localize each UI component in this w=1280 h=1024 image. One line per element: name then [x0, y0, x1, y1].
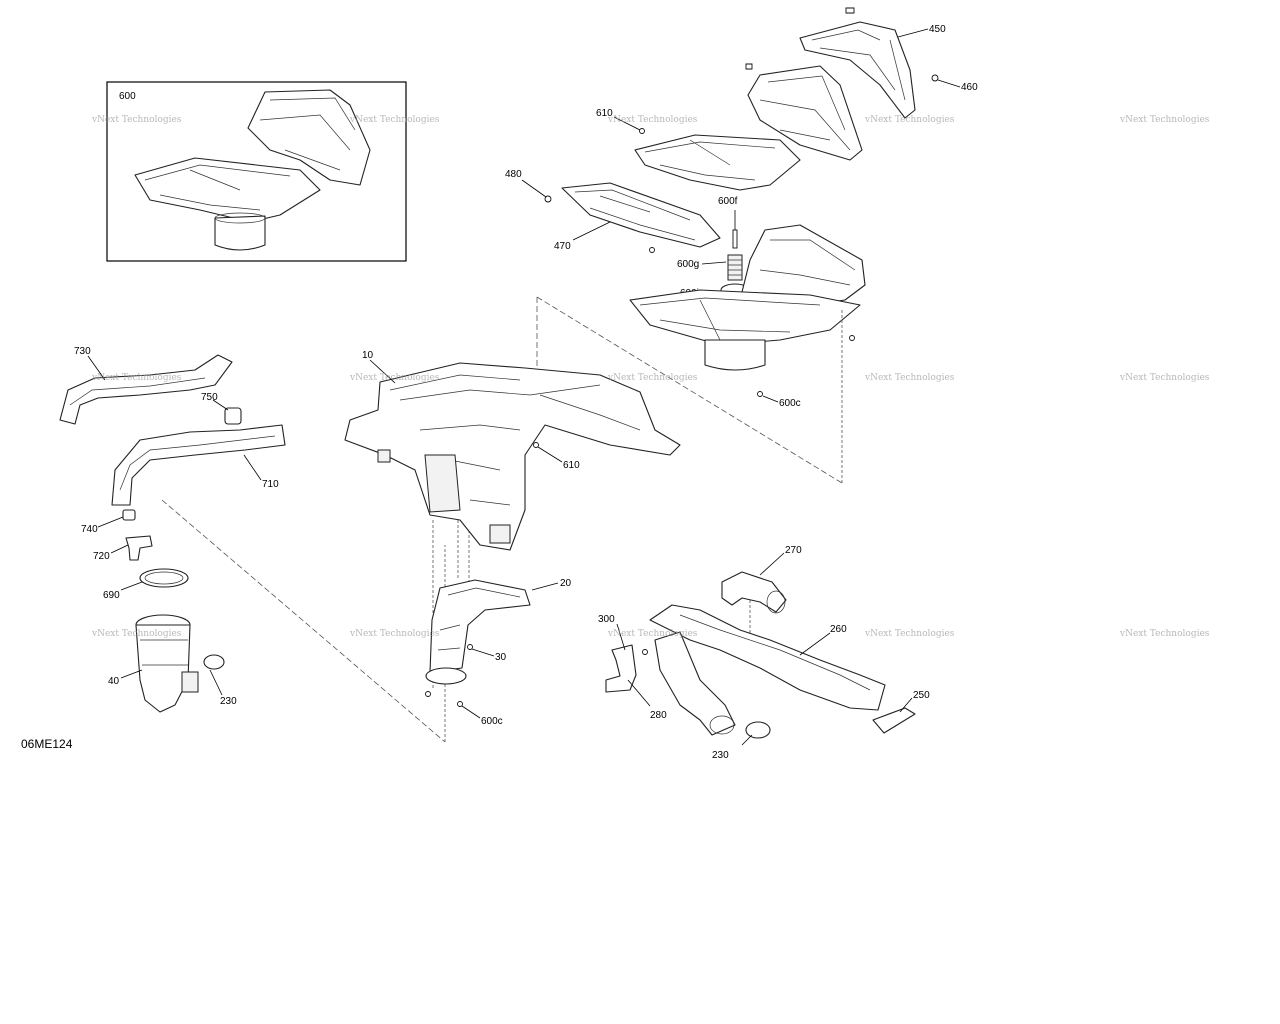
- callout-690: 690: [103, 590, 120, 601]
- part-470-panel: 480 470: [505, 169, 721, 253]
- callout-710: 710: [262, 479, 279, 490]
- part-710-hose: 710: [111, 424, 286, 506]
- callout-610-top: 610: [596, 108, 613, 119]
- svg-text:vNext Technologies: vNext Technologies: [91, 629, 182, 639]
- callout-460: 460: [961, 82, 978, 93]
- svg-text:vNext Technologies: vNext Technologies: [1119, 373, 1210, 383]
- screw-icon: [649, 247, 655, 253]
- part-280-hose: 280: [627, 631, 736, 736]
- svg-text:vNext Technologies: vNext Technologies: [607, 115, 698, 125]
- callout-720: 720: [93, 551, 110, 562]
- callout-250: 250: [913, 690, 930, 701]
- part-40-filter: 40: [108, 614, 199, 713]
- callout-300: 300: [598, 614, 615, 625]
- callout-600f: 600f: [718, 196, 738, 207]
- callout-40: 40: [108, 676, 120, 687]
- part-230-clamp-right: 230: [712, 721, 771, 761]
- callout-20: 20: [560, 578, 572, 589]
- part-750-cap: 750: [201, 392, 242, 425]
- callout-600c-bottom: 600c: [481, 716, 503, 727]
- screw-icon: [457, 701, 463, 707]
- screw-icon: [845, 7, 855, 14]
- part-300-bracket: 300: [598, 614, 648, 693]
- callout-280: 280: [650, 710, 667, 721]
- exploded-lower-tray: 600c: [629, 224, 866, 409]
- part-20-duct: 20 30 600c: [425, 578, 572, 727]
- callout-450: 450: [929, 24, 946, 35]
- screw-icon: [931, 74, 939, 82]
- svg-text:vNext Technologies: vNext Technologies: [607, 629, 698, 639]
- inset-upper-housing: [247, 89, 371, 186]
- svg-text:vNext Technologies: vNext Technologies: [864, 629, 955, 639]
- callout-470: 470: [554, 241, 571, 252]
- callout-270: 270: [785, 545, 802, 556]
- bolt-icon: [732, 229, 738, 249]
- callout-610-bottom: 610: [563, 460, 580, 471]
- inset-tray: [134, 157, 321, 223]
- part-450-cover: 450: [799, 7, 946, 119]
- screw-icon: [849, 335, 855, 341]
- part-730-hose: 730: [59, 346, 233, 425]
- screw-icon: [757, 391, 763, 397]
- inset-assembly-600: 600: [106, 81, 407, 262]
- svg-text:vNext Technologies: vNext Technologies: [1119, 629, 1210, 639]
- callout-600c-top: 600c: [779, 398, 801, 409]
- part-460-screw: 460: [931, 74, 978, 93]
- inset-canister: [214, 215, 266, 251]
- part-720-fitting: 720: [93, 535, 153, 562]
- svg-text:vNext Technologies: vNext Technologies: [349, 115, 440, 125]
- svg-text:vNext Technologies: vNext Technologies: [91, 115, 182, 125]
- screw-icon: [745, 63, 753, 70]
- part-270-hose: 270: [721, 545, 802, 614]
- callout-480: 480: [505, 169, 522, 180]
- svg-text:vNext Technologies: vNext Technologies: [349, 373, 440, 383]
- callout-230-left: 230: [220, 696, 237, 707]
- svg-text:vNext Technologies: vNext Technologies: [864, 115, 955, 125]
- svg-text:vNext Technologies: vNext Technologies: [1119, 115, 1210, 125]
- part-10-main-housing: 10 610: [344, 350, 681, 551]
- callout-230-right: 230: [712, 750, 729, 761]
- callout-260: 260: [830, 624, 847, 635]
- callout-10: 10: [362, 350, 374, 361]
- callout-600: 600: [119, 91, 136, 102]
- screw-icon: [639, 128, 645, 134]
- screw-icon: [533, 442, 539, 448]
- screw-icon: [544, 195, 552, 203]
- part-250-clamp: 250: [872, 690, 930, 734]
- part-690-clamp: 690: [103, 568, 189, 601]
- exploded-upper-housing: 610: [596, 63, 863, 191]
- figure-code: 06ME124: [21, 737, 73, 751]
- spring-icon: [727, 254, 743, 281]
- svg-text:vNext Technologies: vNext Technologies: [91, 373, 182, 383]
- watermarks: vNext Technologies vNext Technologies vN…: [91, 115, 1210, 639]
- callout-30: 30: [495, 652, 507, 663]
- part-260-hose: 260: [649, 604, 886, 711]
- screw-icon: [467, 644, 473, 650]
- svg-text:vNext Technologies: vNext Technologies: [349, 629, 440, 639]
- screw-icon: [425, 691, 431, 697]
- callout-600g: 600g: [677, 259, 699, 270]
- inset-frame: [106, 81, 407, 262]
- callout-740: 740: [81, 524, 98, 535]
- part-740-clamp: 740: [81, 509, 136, 535]
- svg-text:vNext Technologies: vNext Technologies: [607, 373, 698, 383]
- svg-text:vNext Technologies: vNext Technologies: [864, 373, 955, 383]
- screw-icon: [642, 649, 648, 655]
- part-230-clamp-left: 230: [203, 654, 237, 707]
- callout-730: 730: [74, 346, 91, 357]
- callout-750: 750: [201, 392, 218, 403]
